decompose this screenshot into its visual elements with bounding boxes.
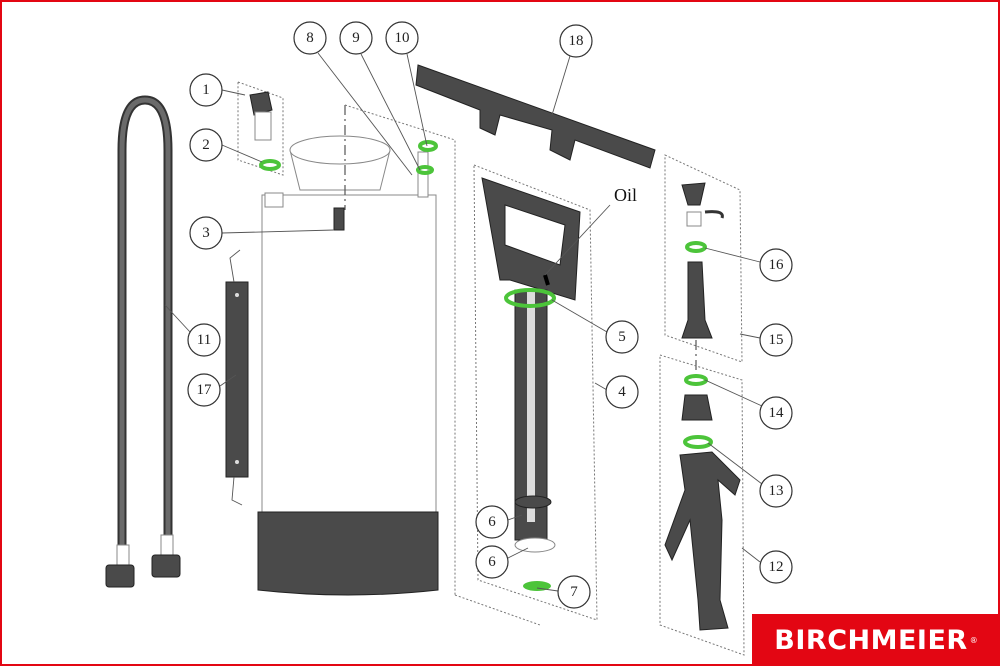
registered-mark: ® [969, 635, 978, 645]
svg-text:4: 4 [618, 384, 626, 400]
pump-handle-grip [415, 64, 656, 169]
callout-2: 2 [189, 128, 223, 162]
logo-text: BIRCHMEIER [774, 624, 968, 656]
callout-7: 7 [557, 575, 591, 609]
callout-10: 10 [385, 21, 419, 55]
pump-assembly [473, 164, 598, 621]
relief-valve [416, 140, 438, 198]
svg-text:16: 16 [769, 257, 785, 273]
callout-9: 9 [339, 21, 373, 55]
svg-text:6: 6 [488, 514, 496, 530]
svg-text:3: 3 [202, 225, 210, 241]
callout-15: 15 [759, 323, 793, 357]
callout-3: 3 [189, 216, 223, 250]
svg-text:2: 2 [202, 137, 210, 153]
callout-12: 12 [759, 550, 793, 584]
callout-18: 18 [559, 24, 593, 58]
callout-6a: 6 [475, 505, 509, 539]
leader-lines [164, 52, 763, 592]
filter-cap [237, 81, 284, 176]
callout-4: 4 [605, 375, 639, 409]
oil-label: Oil [614, 185, 637, 205]
svg-text:6: 6 [488, 554, 496, 570]
tank [257, 135, 439, 596]
callout-6b: 6 [475, 545, 509, 579]
svg-text:7: 7 [570, 584, 578, 600]
svg-text:8: 8 [306, 30, 314, 46]
callout-16: 16 [759, 248, 793, 282]
callout-14: 14 [759, 396, 793, 430]
callout-1: 1 [189, 73, 223, 107]
svg-text:12: 12 [769, 559, 784, 575]
carrying-strap [225, 249, 249, 506]
callout-8: 8 [293, 21, 327, 55]
svg-text:9: 9 [352, 30, 360, 46]
svg-text:15: 15 [769, 332, 784, 348]
svg-text:13: 13 [769, 483, 784, 499]
svg-text:5: 5 [618, 329, 626, 345]
svg-text:1: 1 [202, 82, 210, 98]
lance-nozzle [664, 154, 743, 375]
svg-text:17: 17 [197, 382, 213, 398]
hose [105, 95, 181, 588]
svg-text:18: 18 [569, 33, 584, 49]
spray-gun [659, 354, 745, 656]
callout-13: 13 [759, 474, 793, 508]
callout-11: 11 [187, 323, 221, 357]
callout-17: 17 [187, 373, 221, 407]
svg-text:11: 11 [197, 332, 211, 348]
svg-text:14: 14 [769, 405, 785, 421]
svg-text:10: 10 [395, 30, 410, 46]
callout-5: 5 [605, 320, 639, 354]
birchmeier-logo: BIRCHMEIER® [752, 614, 1000, 666]
